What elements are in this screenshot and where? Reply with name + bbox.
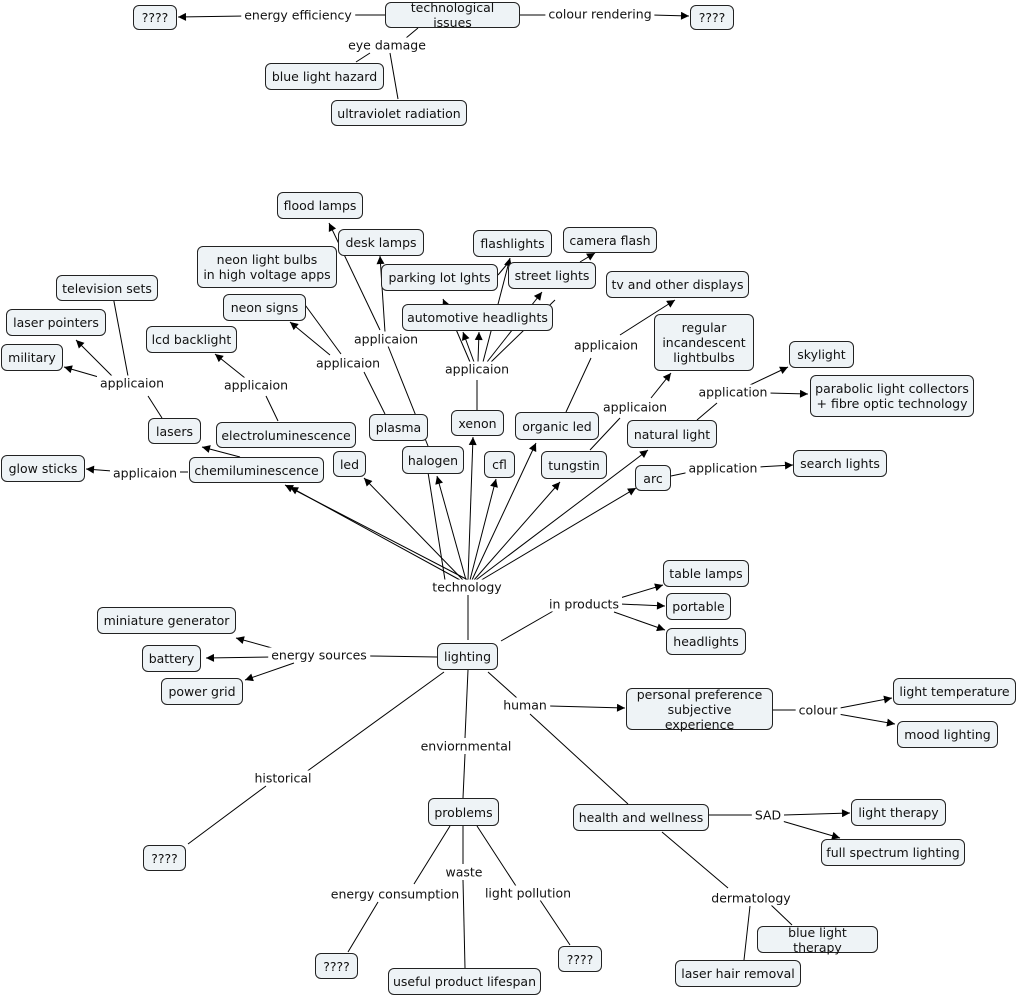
node-parking-lot-lights[interactable]: parking lot lghts [381,264,498,291]
node-camera-flash[interactable]: camera flash [563,227,657,253]
link-energy-efficiency: energy efficiency [241,7,355,23]
node-led[interactable]: led [333,451,366,477]
node-arc[interactable]: arc [635,465,671,491]
node-xenon[interactable]: xenon [451,410,504,436]
node-lighting[interactable]: lighting [437,643,498,670]
node-unknown-colour-rendering[interactable]: ???? [690,5,734,30]
node-portable[interactable]: portable [666,593,731,620]
node-cfl[interactable]: cfl [484,451,515,478]
node-flashlights[interactable]: flashlights [473,230,552,257]
node-blue-light-hazard[interactable]: blue light hazard [265,63,384,90]
node-plasma[interactable]: plasma [369,414,428,441]
link-energy-consumption: energy consumption [327,886,463,902]
node-television-sets[interactable]: television sets [56,275,158,301]
link-technology: technology [429,579,505,595]
node-tv-and-other-displays[interactable]: tv and other displays [606,271,749,298]
link-sad: SAD [751,807,785,823]
node-organic-led[interactable]: organic led [515,412,599,440]
node-useful-product-lifespan[interactable]: useful product lifespan [388,968,541,995]
node-halogen[interactable]: halogen [402,446,464,474]
link-eye-damage: eye damage [345,37,429,53]
node-street-lights[interactable]: street lights [508,262,596,289]
node-miniature-generator[interactable]: miniature generator [97,607,236,634]
link-application-chemiluminescence: applicaion [109,465,181,481]
link-enviornmental: enviornmental [417,738,515,754]
node-glow-sticks[interactable]: glow sticks [1,455,85,482]
node-battery[interactable]: battery [142,645,201,672]
link-energy-sources: energy sources [268,647,370,663]
node-personal-preference[interactable]: personal preference subjective experienc… [626,687,773,732]
node-mood-lighting[interactable]: mood lighting [897,721,998,748]
node-health-and-wellness[interactable]: health and wellness [573,804,709,831]
node-full-spectrum-lighting[interactable]: full spectrum lighting [821,839,965,866]
link-application-neon: applicaion [312,355,384,371]
node-headlights[interactable]: headlights [666,628,746,655]
link-application-lasers: applicaion [96,375,168,391]
link-light-pollution: light pollution [481,885,575,901]
link-application-organic-led: applicaion [570,337,642,353]
node-regular-incandescent[interactable]: regular incandescent lightbulbs [654,314,754,371]
node-desk-lamps[interactable]: desk lamps [338,229,424,256]
node-laser-hair-removal[interactable]: laser hair removal [675,960,801,987]
node-lcd-backlight[interactable]: lcd backlight [146,326,237,353]
node-automotive-headlights[interactable]: automotive headlights [402,304,553,331]
node-laser-pointers[interactable]: laser pointers [6,309,106,336]
node-electroluminescence[interactable]: electroluminescence [216,422,356,448]
node-unknown-light-pollution[interactable]: ???? [558,946,602,972]
node-table-lamps[interactable]: table lamps [663,560,749,587]
link-application-electroluminescence: applicaion [220,377,292,393]
node-lasers[interactable]: lasers [148,418,201,444]
node-parabolic-light-collectors[interactable]: parabolic light collectors + fibre optic… [810,375,974,417]
node-neon-light-bulbs[interactable]: neon light bulbs in high voltage apps [197,246,337,288]
node-problems[interactable]: problems [428,798,499,826]
node-flood-lamps[interactable]: flood lamps [277,192,363,219]
node-power-grid[interactable]: power grid [161,678,243,705]
link-application-halogen: applicaion [350,331,422,347]
node-military[interactable]: military [1,344,63,371]
link-waste: waste [442,864,486,880]
link-application-tungstin: applicaion [599,399,671,415]
node-unknown-energy-consumption[interactable]: ???? [315,953,358,979]
node-unknown-historical[interactable]: ???? [143,845,186,871]
node-light-therapy[interactable]: light therapy [851,799,946,826]
node-blue-light-therapy[interactable]: blue light therapy [757,925,878,955]
link-colour-rendering: colour rendering [545,6,655,22]
node-chemiluminescence[interactable]: chemiluminescence [189,457,324,483]
link-dermatology: dermatology [708,890,794,906]
node-neon-signs[interactable]: neon signs [223,294,306,321]
node-ultraviolet-radiation[interactable]: ultraviolet radiation [331,100,467,126]
node-tungstin[interactable]: tungstin [541,451,607,479]
link-application-arc: application [685,460,761,476]
node-search-lights[interactable]: search lights [793,450,887,477]
link-application-xenon: applicaion [441,361,513,377]
link-human: human [500,697,550,713]
node-unknown-energy-efficiency[interactable]: ???? [133,5,177,30]
node-technological-issues[interactable]: technological issues [385,0,520,30]
node-light-temperature[interactable]: light temperature [893,678,1016,705]
link-historical: historical [251,770,315,786]
node-natural-light[interactable]: natural light [627,420,717,448]
link-in-products: in products [546,596,622,612]
link-application-natural-light: application [695,384,771,400]
node-skylight[interactable]: skylight [789,341,854,368]
link-colour: colour [795,702,841,718]
